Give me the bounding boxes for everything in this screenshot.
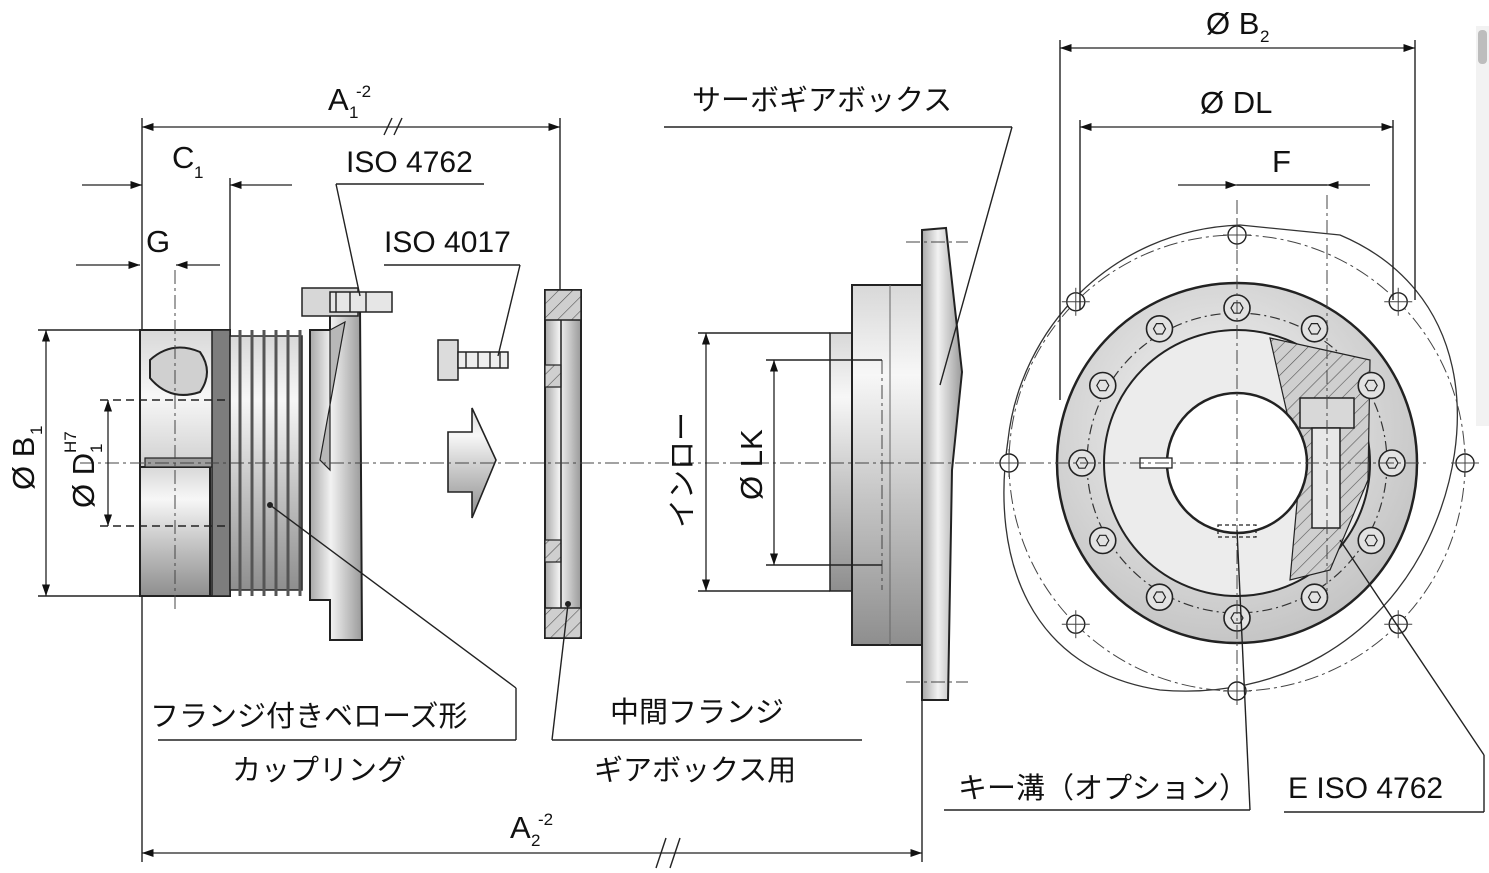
socket-bolt-head	[1357, 526, 1386, 555]
svg-text:H7: H7	[61, 431, 80, 453]
hex-socket-icon	[1364, 534, 1378, 547]
label-dl: Ø DL	[1200, 85, 1272, 120]
assembly-direction-arrow	[447, 407, 497, 519]
svg-text:1: 1	[87, 444, 106, 453]
dimension-lines	[38, 40, 1416, 869]
svg-text:Ø B: Ø B	[6, 437, 41, 490]
hex-socket-icon	[1230, 612, 1244, 624]
label-f: F	[1272, 144, 1291, 179]
svg-text:2: 2	[531, 831, 540, 850]
label-b1: Ø B 1	[6, 426, 46, 490]
label-a1: A 1 -2	[328, 82, 371, 122]
svg-text:A: A	[510, 810, 531, 845]
callout-keyway: キー溝（オプション）	[958, 771, 1248, 805]
iso4017-bolt	[437, 339, 509, 381]
callout-flange-line2: ギアボックス用	[594, 753, 796, 787]
callout-bellows-line1: フランジ付きベローズ形	[150, 699, 468, 733]
label-inro: インロー	[665, 412, 699, 528]
label-g: G	[146, 224, 170, 259]
label-a2: A 2 -2	[510, 810, 553, 850]
scrollbar-track[interactable]	[1476, 26, 1489, 426]
leader-lines	[158, 126, 1485, 813]
socket-bolt-head	[1145, 314, 1174, 343]
svg-text:1: 1	[194, 163, 203, 182]
callout-servo-gearbox: サーボギアボックス	[692, 83, 952, 117]
socket-bolt-head	[1088, 371, 1117, 400]
svg-text:2: 2	[1260, 27, 1269, 46]
servo-gearbox	[829, 226, 964, 701]
label-b2: Ø B 2	[1206, 6, 1269, 46]
svg-text:-2: -2	[356, 82, 371, 101]
svg-text:Ø B: Ø B	[1206, 6, 1259, 41]
label-c1: C 1	[172, 140, 203, 182]
hex-socket-icon	[1152, 323, 1167, 335]
svg-text:A: A	[328, 82, 349, 117]
scrollbar-thumb[interactable]	[1478, 30, 1487, 64]
callout-bellows-line2: カップリング	[232, 753, 406, 787]
socket-bolt-head	[1088, 526, 1117, 555]
socket-bolt-head	[1300, 583, 1329, 612]
svg-text:1: 1	[27, 426, 46, 435]
center-lines	[80, 195, 1430, 700]
hex-socket-icon	[1307, 591, 1322, 604]
callout-flange-line1: 中間フランジ	[610, 695, 784, 729]
intermediate-flange	[544, 289, 582, 639]
socket-bolt-head	[1145, 583, 1174, 612]
hex-socket-icon	[1096, 534, 1110, 547]
callout-e-iso4762: E ISO 4762	[1288, 772, 1443, 805]
label-d1: Ø D 1 H7	[61, 431, 106, 508]
socket-bolt-head	[1357, 371, 1386, 400]
hex-socket-icon	[1096, 379, 1110, 392]
hex-socket-icon	[1152, 591, 1167, 604]
hex-socket-icon	[1364, 379, 1378, 392]
svg-text:1: 1	[349, 103, 358, 122]
bellows-coupling	[139, 287, 393, 641]
svg-text:-2: -2	[538, 810, 553, 829]
hex-socket-icon	[1307, 323, 1322, 335]
svg-text:C: C	[172, 140, 194, 175]
svg-text:Ø D: Ø D	[66, 453, 101, 508]
callout-iso4017: ISO 4017	[384, 226, 511, 259]
hex-socket-icon	[1230, 302, 1244, 314]
socket-bolt-head	[1300, 314, 1329, 343]
label-lk: Ø LK	[734, 429, 769, 500]
callout-iso4762: ISO 4762	[346, 146, 473, 179]
